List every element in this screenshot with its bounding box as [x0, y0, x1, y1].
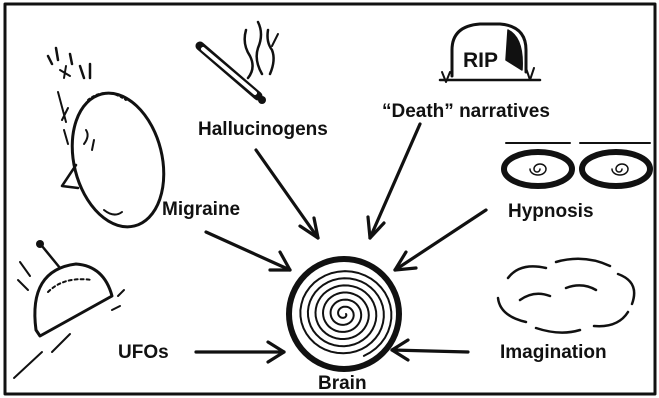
arrow-migraine: [206, 232, 290, 270]
arrows: [196, 124, 486, 362]
label-migraine: Migraine: [162, 200, 240, 219]
label-ufos: UFOs: [118, 343, 169, 362]
label-hypnosis: Hypnosis: [508, 202, 594, 221]
arrow-imagination: [392, 350, 468, 352]
label-imagination: Imagination: [500, 343, 607, 362]
label-brain: Brain: [318, 374, 367, 393]
arrow-hypnosis: [395, 210, 486, 270]
gravestone-inscription: RIP: [463, 49, 498, 72]
label-hallucinogens: Hallucinogens: [198, 120, 328, 139]
arrow-hallucinogens: [256, 150, 318, 238]
head-pain-icon: [48, 48, 177, 237]
syringe-icon: [200, 22, 278, 104]
arrow-death: [370, 124, 420, 238]
thought-cloud-icon: [498, 259, 634, 333]
brain-icon: [289, 259, 399, 369]
label-death-narratives: “Death” narratives: [382, 102, 550, 121]
hypnotic-eyes-icon: [504, 143, 650, 186]
flying-saucer-icon: [14, 240, 124, 378]
